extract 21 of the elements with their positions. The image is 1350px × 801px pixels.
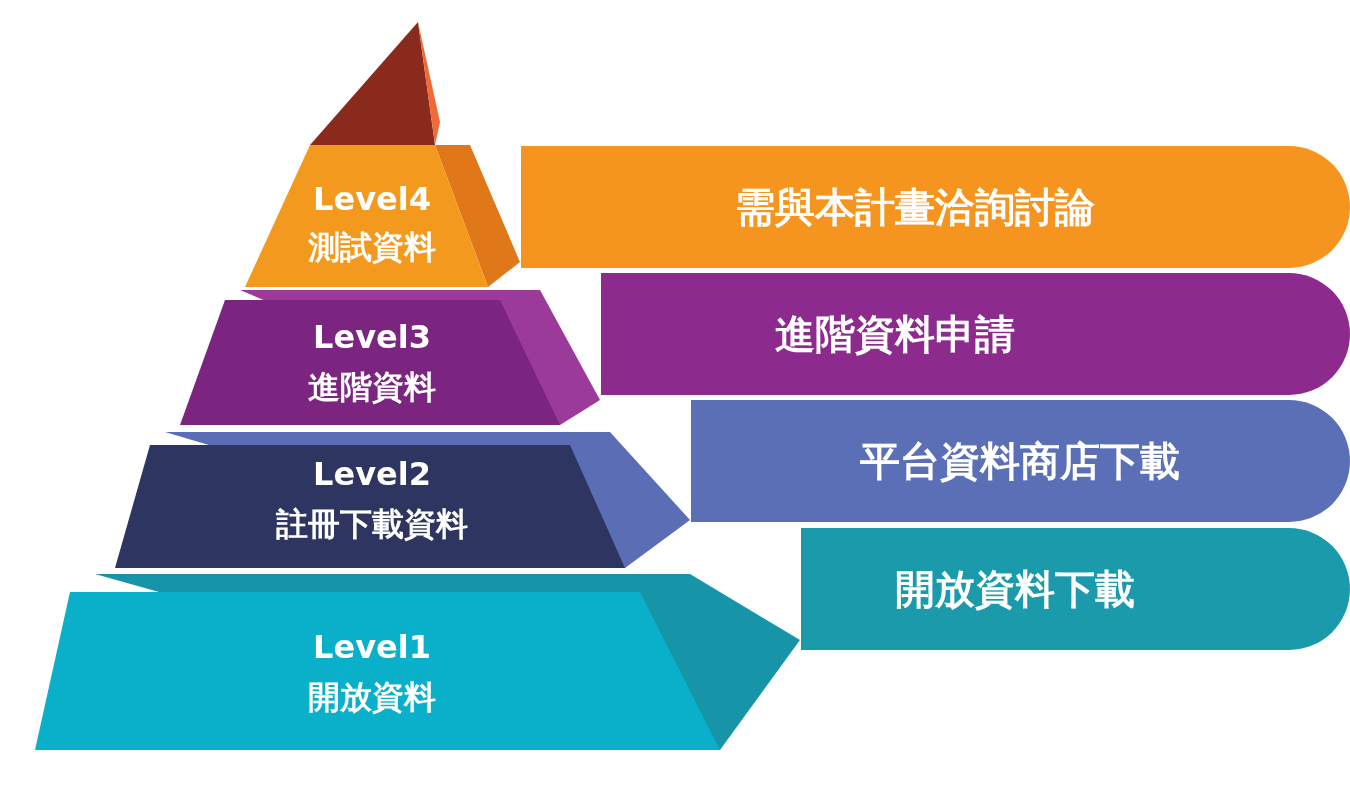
banner <box>801 528 1350 650</box>
band-label: 平台資料商店下載 <box>860 439 1180 483</box>
level-label: Level2 <box>313 457 431 493</box>
band-label: 開放資料下載 <box>895 567 1135 611</box>
tier-label: 開放資料 <box>308 680 436 716</box>
pyramid-tier <box>115 432 690 568</box>
banner <box>691 400 1350 522</box>
tier-label: 測試資料 <box>308 230 436 266</box>
pyramid-tier <box>35 574 800 750</box>
band-label: 需與本計畫洽詢討論 <box>735 185 1095 229</box>
level-label: Level3 <box>313 320 431 356</box>
banner <box>601 273 1350 395</box>
tier-label: 註冊下載資料 <box>276 507 468 543</box>
tier-label: 進階資料 <box>308 370 436 406</box>
level-label: Level1 <box>313 630 431 666</box>
level-label: Level4 <box>313 182 431 218</box>
banner <box>521 146 1350 268</box>
pyramid-tier <box>245 145 520 287</box>
band-label: 進階資料申請 <box>775 312 1015 356</box>
pyramid-apex <box>310 22 440 145</box>
pyramid-tier <box>180 290 600 425</box>
